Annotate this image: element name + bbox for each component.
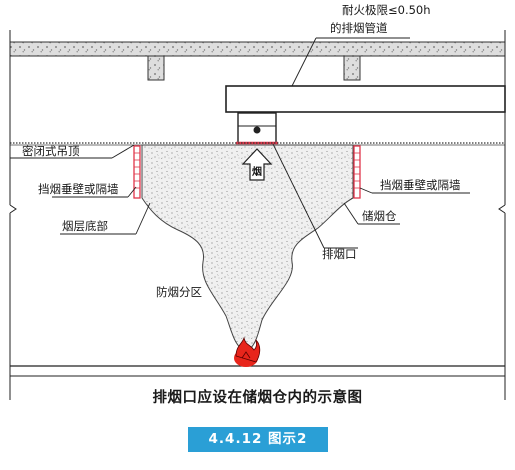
figure-caption: 排烟口应设在储烟仓内的示意图: [152, 390, 363, 406]
label-smoke-barrier-right: 挡烟垂壁或隔墙: [380, 178, 461, 192]
label-sealed-ceiling: 密闭式吊顶: [22, 144, 80, 158]
label-exhaust-duct: 的排烟管道: [330, 21, 388, 35]
smoke-barrier-left: [133, 145, 141, 199]
break-right-icon: [498, 30, 506, 400]
label-exhaust-outlet: 排烟口: [322, 247, 357, 261]
label-fire-limit: 耐火极限≤0.50h: [342, 3, 431, 17]
smoke-arrow: 烟: [241, 148, 273, 181]
break-left-icon: [9, 30, 17, 400]
leader-lines: [10, 37, 470, 249]
smoke-arrow-text: 烟: [252, 165, 262, 178]
floor: [10, 365, 505, 377]
smoke-barrier-right: [353, 145, 361, 199]
label-smoke-reservoir: 储烟仓: [362, 209, 397, 223]
fire-icon: [234, 336, 261, 367]
label-smoke-layer-bottom: 烟层底部: [62, 219, 108, 233]
outlet-box: [236, 112, 278, 145]
label-smoke-zone: 防烟分区: [156, 285, 202, 299]
label-smoke-barrier-left: 挡烟垂壁或隔墙: [38, 182, 119, 196]
concrete-slab: [9, 41, 506, 81]
exhaust-duct: [225, 85, 506, 113]
figure-number-badge: 4.4.12 图示2: [188, 427, 328, 452]
